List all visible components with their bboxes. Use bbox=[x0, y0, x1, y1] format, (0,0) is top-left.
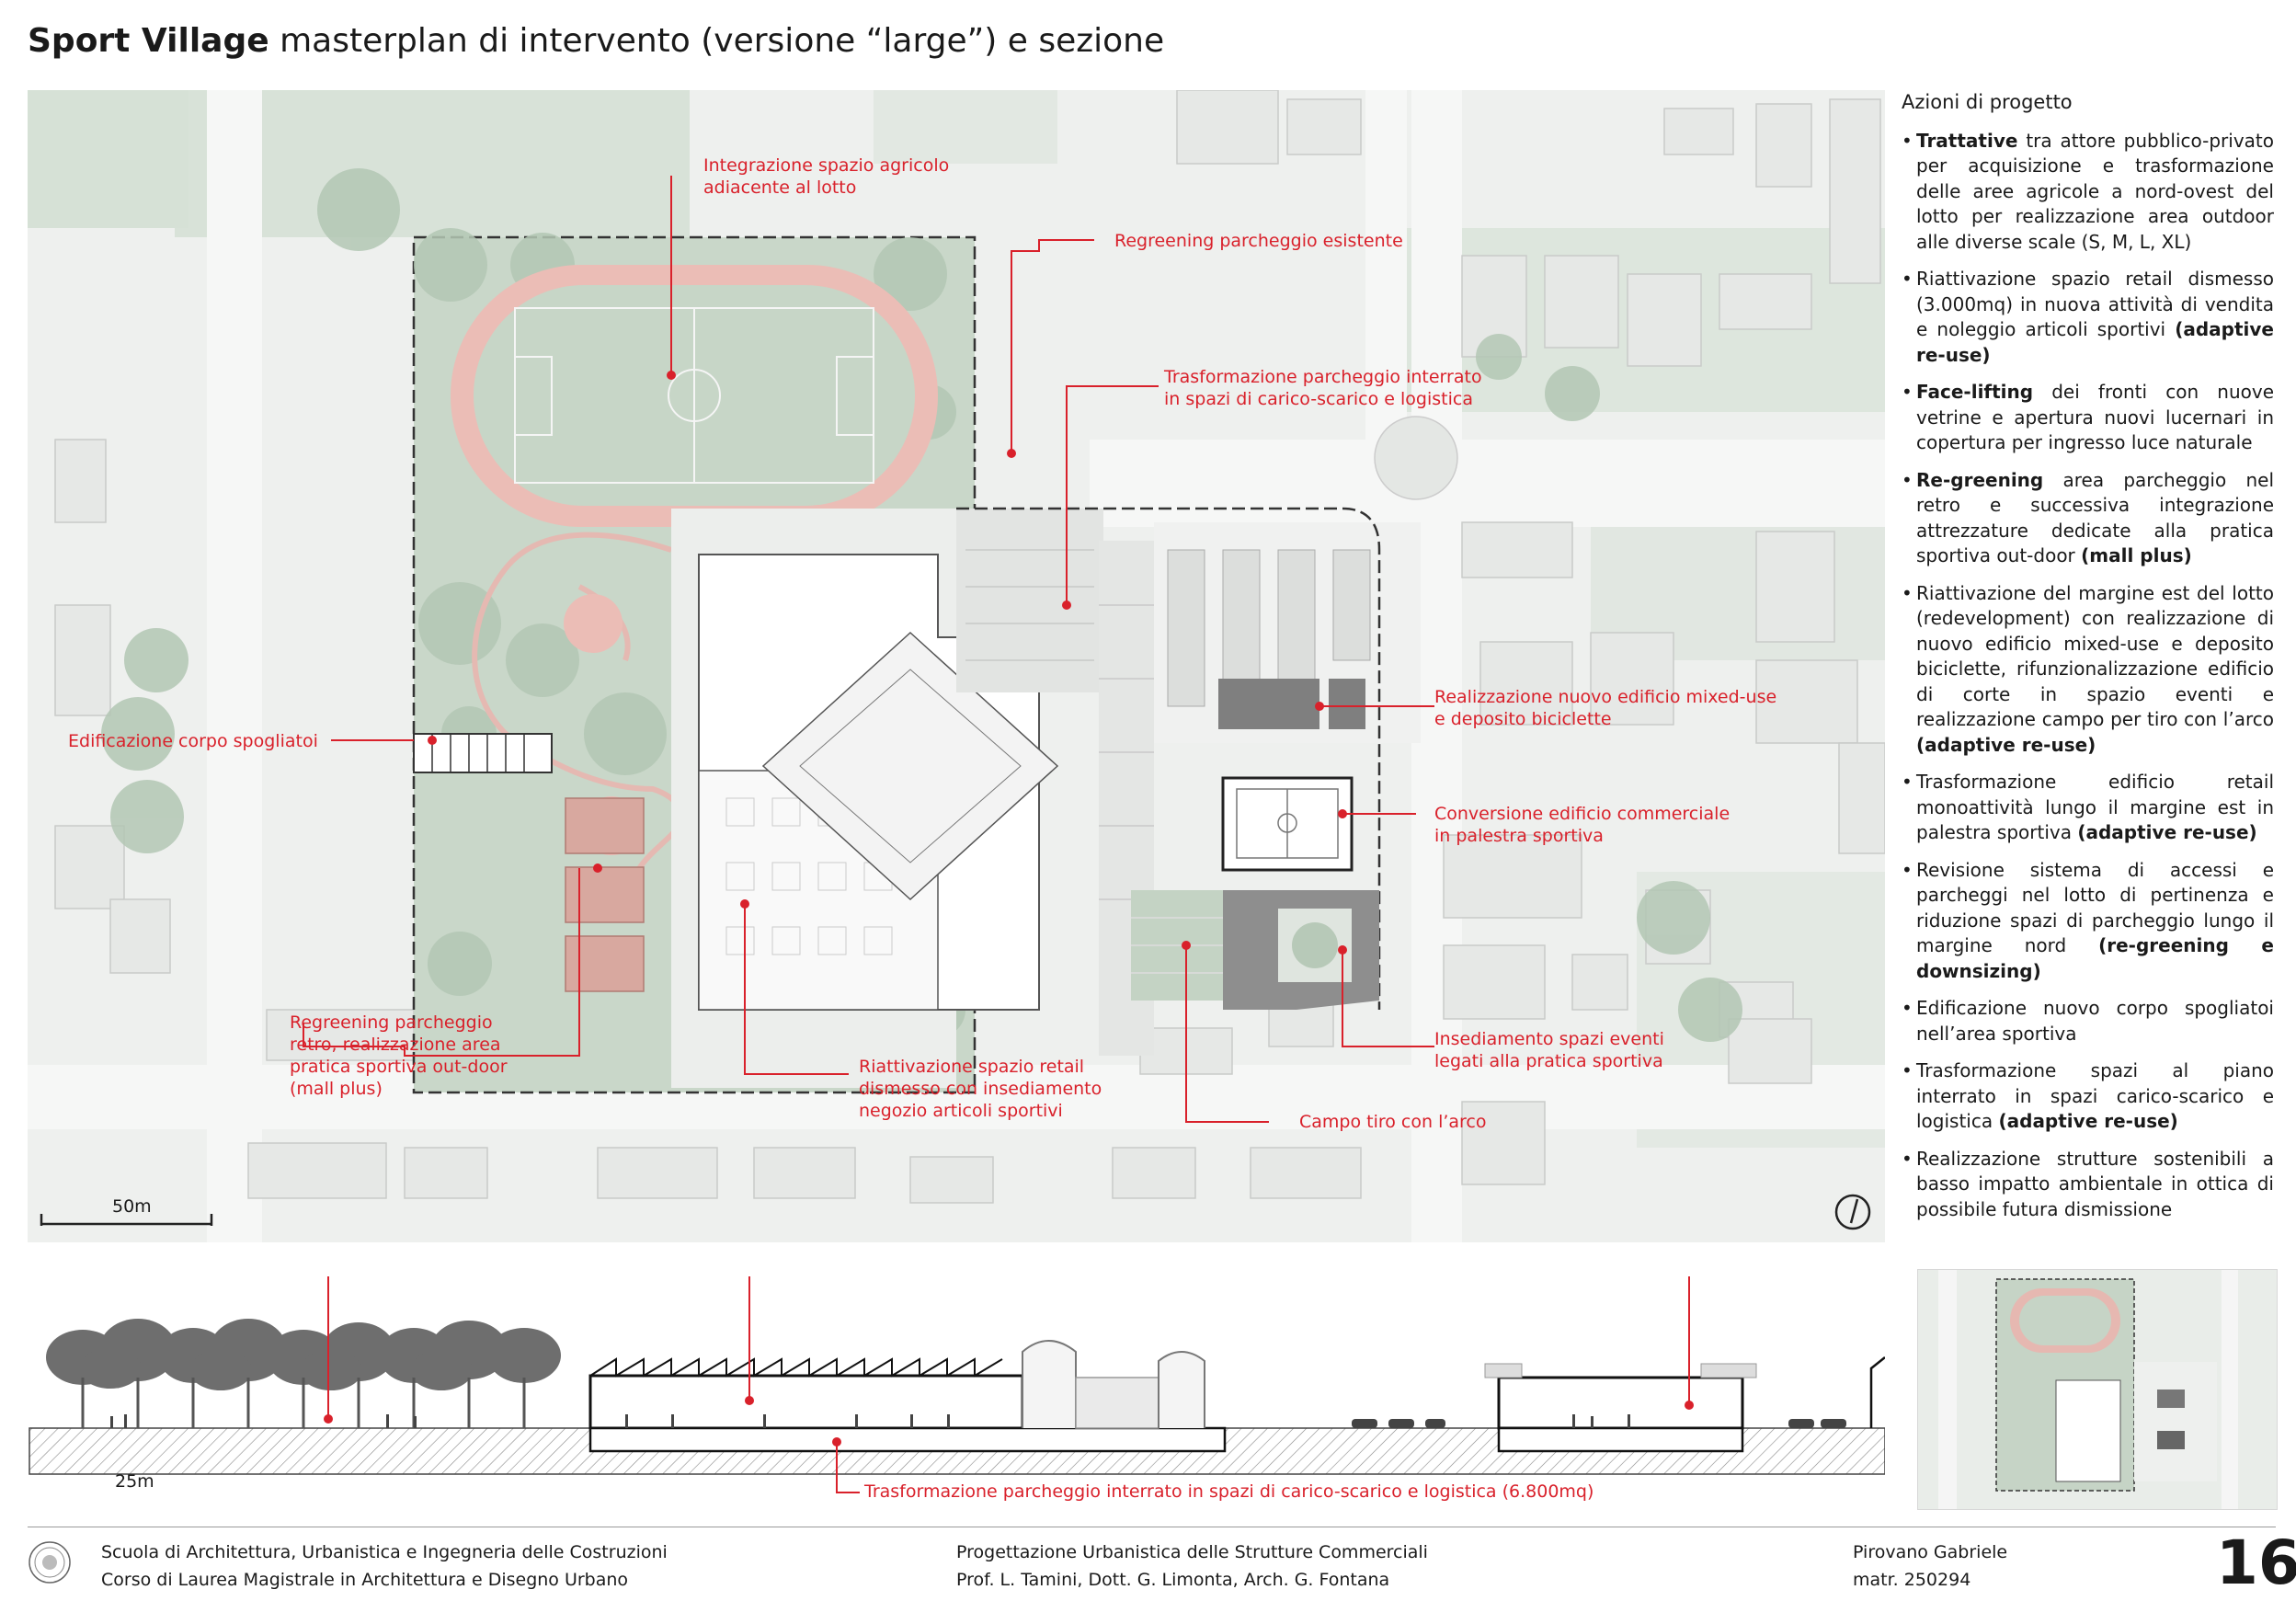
action-item-text: Trasformazione spazi al piano interrato … bbox=[1916, 1059, 2274, 1132]
action-item-tail: (adaptive re-use) bbox=[1916, 318, 2274, 366]
action-item-text: Revisione sistema di accessi e parcheggi… bbox=[1916, 858, 2274, 957]
action-item: Re-greening area parcheggio nel retro e … bbox=[1902, 468, 2274, 569]
masterplan-drawing bbox=[28, 90, 1885, 1242]
action-item-tail: (re-greening e downsizing) bbox=[1916, 934, 2274, 982]
plan-scale-label: 50m bbox=[112, 1196, 152, 1217]
action-item: Trattative tra attore pubblico-privato p… bbox=[1902, 129, 2274, 256]
action-item: Riattivazione spazio retail dismesso (3.… bbox=[1902, 267, 2274, 368]
action-item-tail: (adaptive re-use) bbox=[1916, 733, 2096, 756]
action-item: Trasformazione edificio retail monoattiv… bbox=[1902, 770, 2274, 846]
actions-panel: Azioni di progetto Trattative tra attore… bbox=[1902, 90, 2274, 1234]
footer-student-id: matr. 250294 bbox=[1853, 1570, 1971, 1590]
action-item-text: Edificazione nuovo corpo spogliatoi nell… bbox=[1916, 997, 2274, 1045]
action-item: Face-lifting dei fronti con nuove vetrin… bbox=[1902, 380, 2274, 456]
action-item-text: Realizzazione strutture sostenibili a ba… bbox=[1916, 1147, 2274, 1220]
action-item-tail: (adaptive re-use) bbox=[1998, 1110, 2178, 1132]
action-item-text: Trasformazione edificio retail monoattiv… bbox=[1916, 771, 2274, 843]
section-scale-label: 25m bbox=[115, 1471, 154, 1492]
title-rest: masterplan di intervento (versione “larg… bbox=[268, 22, 1165, 60]
action-item-text: Riattivazione del margine est del lotto … bbox=[1916, 581, 2274, 731]
footer-student-name: Pirovano Gabriele bbox=[1853, 1542, 2008, 1562]
action-item-bold: Face-lifting bbox=[1916, 381, 2034, 403]
action-item-text: dei fronti con nuove vetrine e apertura … bbox=[1916, 381, 2274, 453]
section-drawing: 25m Trasformazione parcheggio interrato … bbox=[28, 996, 1886, 1502]
footer-school-line1: Scuola di Architettura, Urbanistica e In… bbox=[101, 1542, 668, 1562]
key-map bbox=[1917, 1269, 2278, 1510]
actions-heading: Azioni di progetto bbox=[1902, 91, 2073, 113]
annotation-retail: Riattivazione spazio retail dismesso con… bbox=[859, 1057, 1102, 1121]
annotation-tiro: Campo tiro con l’arco bbox=[1299, 1112, 1487, 1132]
action-item: Revisione sistema di accessi e parcheggi… bbox=[1902, 858, 2274, 985]
title-bold: Sport Village bbox=[28, 22, 269, 60]
key-map-drawing bbox=[1918, 1270, 2277, 1509]
action-item-bold: Trattative bbox=[1916, 129, 2018, 152]
annotation-trasformazione-interrato: Trasformazione parcheggio interrato in s… bbox=[1164, 367, 1482, 409]
annotation-mixed-use: Realizzazione nuovo edificio mixed-use e… bbox=[1434, 687, 1777, 729]
page-number: 16 bbox=[2216, 1527, 2296, 1598]
action-item: Trasformazione spazi al piano interrato … bbox=[1902, 1058, 2274, 1135]
annotation-regreening-retro: Regreening parcheggio retro, realizzazio… bbox=[290, 1012, 508, 1099]
sheet-title: Sport Village masterplan di intervento (… bbox=[28, 22, 1164, 60]
annotation-regreening-esistente: Regreening parcheggio esistente bbox=[1114, 231, 1403, 251]
action-item-bold: Re-greening bbox=[1916, 468, 2044, 491]
section-annotation: Trasformazione parcheggio interrato in s… bbox=[864, 1481, 1594, 1502]
action-item: Realizzazione strutture sostenibili a ba… bbox=[1902, 1147, 2274, 1223]
university-seal-icon bbox=[29, 1541, 71, 1584]
footer-school-line2: Corso di Laurea Magistrale in Architettu… bbox=[101, 1570, 629, 1590]
masterplan: 50m Integrazione spazio agricolo adiacen… bbox=[28, 90, 1885, 1242]
action-item-tail: (adaptive re-use) bbox=[2077, 821, 2257, 843]
footer-course-line2: Prof. L. Tamini, Dott. G. Limonta, Arch.… bbox=[956, 1570, 1390, 1590]
action-item-text: tra attore pubblico-privato per acquisiz… bbox=[1916, 129, 2274, 253]
footer-course-line1: Progettazione Urbanistica delle Struttur… bbox=[956, 1542, 1428, 1562]
action-item-tail: (mall plus) bbox=[2081, 544, 2192, 566]
action-item: Edificazione nuovo corpo spogliatoi nell… bbox=[1902, 996, 2274, 1046]
annotation-integrazione: Integrazione spazio agricolo adiacente a… bbox=[703, 155, 950, 198]
annotation-spogliatoi: Edificazione corpo spogliatoi bbox=[68, 731, 318, 751]
action-item-text: area parcheggio nel retro e successiva i… bbox=[1916, 468, 2274, 567]
action-item-text: Riattivazione spazio retail dismesso (3.… bbox=[1916, 268, 2274, 340]
annotation-eventi: Insediamento spazi eventi legati alla pr… bbox=[1434, 1029, 1664, 1071]
annotation-palestra: Conversione edificio commerciale in pale… bbox=[1434, 804, 1731, 846]
actions-list: Trattative tra attore pubblico-privato p… bbox=[1902, 129, 2274, 1223]
action-item: Riattivazione del margine est del lotto … bbox=[1902, 581, 2274, 759]
section-svg bbox=[29, 996, 1886, 1501]
